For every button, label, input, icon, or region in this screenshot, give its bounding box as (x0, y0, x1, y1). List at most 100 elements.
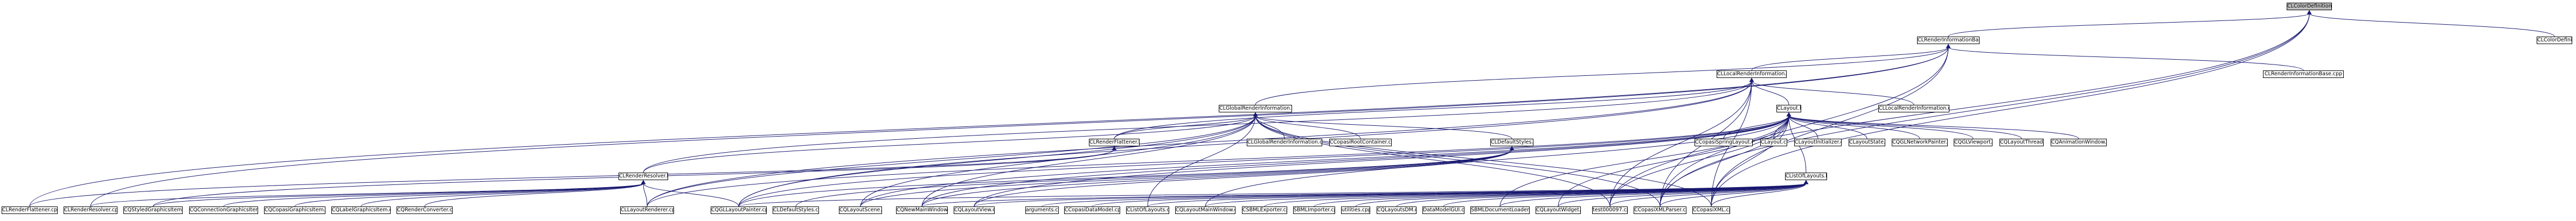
edge-arrowhead (2307, 10, 2312, 15)
edge-cqnewmainwindow-cpp-to-clayout-h (921, 115, 1789, 207)
edge-sbmldocumentloader-cpp-to-clayout-h (1499, 115, 1789, 207)
edge-crenderresolver-h-to-cglobalrenderinformation-h (643, 115, 1256, 173)
node-clrenderflattener-h[interactable]: CLRenderFlattener.h (1089, 139, 1140, 146)
edge-cqlayoutthread-cpp-to-clayout-h (1788, 115, 2022, 139)
node-cllocalrenderinformation-cpp[interactable]: CLLocalRenderInformation.cpp (1878, 105, 1949, 112)
node-clrenderinformationbase-cpp[interactable]: CLRenderInformationBase.cpp (2263, 70, 2344, 78)
edge-cqgllayoutpainter-cpp-to-clocalrenderinformation-h (738, 81, 1752, 207)
node-cllayoutrenderer-cpp[interactable]: CLLayoutRenderer.cpp (620, 206, 674, 214)
edge-cqgllayoutpainter-cpp-to-cldefaultstyles-h (738, 149, 1512, 207)
edge-cqglviewport-cpp-to-clayout-h (1788, 115, 1974, 139)
node-cqnewmainwindow-cpp[interactable]: CQNewMainWindow.cpp (896, 206, 948, 214)
node-cqrenderconverter-cpp[interactable]: CQRenderConverter.cpp (397, 206, 453, 214)
edge-clrenderflattener-cpp-to-crenderflattener-h (29, 149, 1115, 207)
edge-cqgllayoutpainter-cpp-to-clayout-h (738, 115, 1789, 207)
edge-arrowhead (1509, 146, 1515, 151)
node-utilities-cpp[interactable]: utilities.cpp (1341, 206, 1370, 214)
node-cqgllayoutpainter-cpp[interactable]: CQGLLayoutPainter.cpp (711, 206, 767, 214)
edge-ccopasixmlparser-cpp-to-crenderinformationbase-h (1660, 47, 1949, 207)
node-clrenderinformationbase-h[interactable]: CLRenderInformationBase.h (1917, 37, 1980, 44)
edge-clayoutstate-cpp-to-clayout-h (1788, 115, 1867, 139)
node-sbmldocumentloader-cpp[interactable]: SBMLDocumentLoader.cpp (1470, 206, 1530, 214)
edge-crenderresolver-h-to-clocalrenderinformation-h (643, 81, 1752, 173)
edge-test000097-cpp-to-cglobalrenderinformation-h (1255, 115, 1610, 207)
edge-cqstyledgraphicsitem-cpp-to-crenderresolver-h (152, 183, 644, 207)
node-ccopasirootcontainer-cpp[interactable]: CCopasiRootContainer.cpp (1329, 139, 1392, 146)
node-cqlayoutmainwindow-cpp[interactable]: CQLayoutMainWindow.cpp (1175, 206, 1235, 214)
node-cqlayoutscene-cpp[interactable]: CQLayoutScene.cpp (839, 206, 882, 214)
edge-cqlayoutscene-cpp-to-cldefaultstyles-h (860, 149, 1512, 207)
node-cllocalrenderinformation-h[interactable]: CLLocalRenderInformation.h (1717, 70, 1787, 78)
edge-cllayoutrenderer-cpp-to-clocalrenderinformation-h (647, 81, 1752, 207)
node-clcolordefinition-cpp[interactable]: CLColorDefinition.cpp (2537, 37, 2572, 44)
edge-cglobalrenderinformation-h-to-crenderinformationbase-h (1255, 47, 1949, 105)
edge-crenderflattener-h-to-clocalrenderinformation-h (1114, 81, 1752, 139)
node-test000097-cpp[interactable]: test000097.cpp (1592, 206, 1628, 214)
edge-cqgllayoutpainter-cpp-to-clistoflayouts-h (738, 183, 1807, 207)
node-cqlayoutview-cpp[interactable]: CQLayoutView.cpp (954, 206, 995, 214)
edge-cqcopasigraphicsitem-cpp-to-crenderresolver-h (294, 183, 644, 207)
edge-cqlayoutview-cpp-to-cldefaultstyles-h (974, 149, 1512, 207)
edge-arrowhead (641, 180, 646, 184)
node-ccopasispringlayout-cpp[interactable]: CCopasiSpringLayout.cpp (1695, 139, 1753, 146)
node-clglobalrenderinformation-h[interactable]: CLGlobalRenderInformation.h (1219, 105, 1292, 112)
edge-cqlayoutscene-cpp-to-cglobalrenderinformation-h (860, 115, 1256, 207)
edge-arrowhead (1749, 78, 1754, 82)
node-cqconnectiongraphicsitem-cpp[interactable]: CQConnectionGraphicsItem.cpp (189, 206, 258, 214)
node-clrenderflattener-cpp[interactable]: CLRenderFlattener.cpp (2, 206, 58, 214)
edge-sbmldocumentloader-cpp-to-clistoflayouts-h (1499, 183, 1807, 207)
edge-cqlayoutview-cpp-to-clistoflayouts-h (974, 183, 1807, 207)
edge-cllayoutrenderer-cpp-to-crenderresolver-h (643, 183, 648, 207)
edge-clrenderresolver-cpp-to-crenderresolver-h (90, 183, 644, 207)
edge-clistoflayouts-cpp-to-cglobalrenderinformation-h (1147, 115, 1256, 207)
node-cqlayoutwidget-cpp[interactable]: CQLayoutWidget.cpp (1536, 206, 1581, 214)
node-cqlayoutsdm-cpp[interactable]: CQLayoutsDM.cpp (1377, 206, 1417, 214)
edge-clrenderresolver-cpp-to-crenderinformationbase-h (90, 47, 1949, 207)
node-ccopasixml-cpp[interactable]: CCopasiXML.cpp (1692, 206, 1730, 214)
node-cqanimationwindow-cpp[interactable]: CQAnimationWindow.cpp (2051, 139, 2107, 146)
node-ccopasidatamodel-cpp[interactable]: CCopasiDataModel.cpp (1064, 206, 1120, 214)
node-arguments-cpp[interactable]: arguments.cpp (1025, 206, 1059, 214)
node-cldefaultstyles-cpp[interactable]: CLDefaultStyles.cpp (773, 206, 819, 214)
node-clrenderresolver-h[interactable]: CLRenderResolver.h (619, 173, 668, 180)
node-csbmlexporter-cpp[interactable]: CSBMLExporter.cpp (1242, 206, 1287, 214)
edge-arrowhead (1112, 146, 1117, 151)
node-clayoutinitializer-cpp[interactable]: CLayoutInitializer.cpp (1794, 139, 1842, 146)
node-datamodelgui-cpp[interactable]: DataModelGUI.cpp (1422, 206, 1464, 214)
node-cldefaultstyles-h[interactable]: CLDefaultStyles.h (1490, 139, 1533, 146)
edge-cqlayoutwidget-cpp-to-clistoflayouts-h (1558, 183, 1807, 207)
node-cqstyledgraphicsitem-cpp[interactable]: CQStyledGraphicsItem.cpp (123, 206, 183, 214)
edge-clocalrenderinformation-cpp-to-clocalrenderinformation-h (1751, 81, 1914, 105)
edge-arrowhead (1253, 112, 1258, 117)
edge-arrowhead (1786, 112, 1792, 117)
node-clglobalrenderinformation-cpp[interactable]: CLGlobalRenderInformation.cpp (1247, 139, 1322, 146)
edge-test000097-cpp-to-ccolordefinition-h (1609, 13, 2310, 207)
edge-cqlabelgraphicsitem-cpp-to-crenderresolver-h (360, 183, 644, 207)
edge-cqlayoutmainwindow-cpp-to-clayout-h (1205, 115, 1789, 207)
node-ccopasixmlparser-cpp[interactable]: CCopasiXMLParser.cpp (1634, 206, 1686, 214)
edge-cqlayoutwidget-cpp-to-clayout-h (1558, 115, 1789, 207)
edge-ccopasixmlparser-cpp-to-ccolordefinition-h (1660, 13, 2310, 207)
node-clayout-cpp[interactable]: CLayout.cpp (1760, 139, 1787, 146)
edge-cqanimationwindow-cpp-to-clayout-h (1788, 115, 2079, 139)
node-cqglviewport-cpp[interactable]: CQGLViewport.cpp (1954, 139, 1992, 146)
edge-cqgllayoutpainter-cpp-to-crenderresolver-h (643, 183, 739, 207)
node-cqlabelgraphicsitem-cpp[interactable]: CQLabelGraphicsItem.cpp (331, 206, 391, 214)
edge-cldefaultstyles-cpp-to-cldefaultstyles-h (795, 149, 1512, 207)
node-sbmlimporter-cpp[interactable]: SBMLImporter.cpp (1293, 206, 1335, 214)
edge-cqgllayoutpainter-cpp-to-cglobalrenderinformation-h (738, 115, 1256, 207)
edge-cqglnetworkpainter-cpp-to-clayout-h (1788, 115, 1920, 139)
edge-ccopasirootcontainer-cpp-to-cglobalrenderinformation-h (1255, 115, 1361, 139)
node-clistoflayouts-cpp[interactable]: CListOfLayouts.cpp (1126, 206, 1169, 214)
edge-datamodelgui-cpp-to-clistoflayouts-h (1443, 183, 1807, 207)
node-cqglnetworkpainter-cpp[interactable]: CQGLNetworkPainter.cpp (1892, 139, 1948, 146)
node-clayout-h[interactable]: CLayout.h (1776, 105, 1801, 112)
edge-cqconnectiongraphicsitem-cpp-to-crenderresolver-h (223, 183, 644, 207)
node-clayoutstate-cpp[interactable]: CLayoutState.cpp (1849, 139, 1885, 146)
node-cqcopasigraphicsitem-cpp[interactable]: CQCopasiGraphicsItem.cpp (264, 206, 325, 214)
node-clrenderresolver-cpp[interactable]: CLRenderResolver.cpp (64, 206, 117, 214)
edge-arrowhead (1803, 180, 1809, 184)
node-clistoflayouts-h[interactable]: CListOfLayouts.h (1785, 173, 1827, 180)
node-cqlayoutthread-cpp[interactable]: CQLayoutThread.cpp (1999, 139, 2044, 146)
